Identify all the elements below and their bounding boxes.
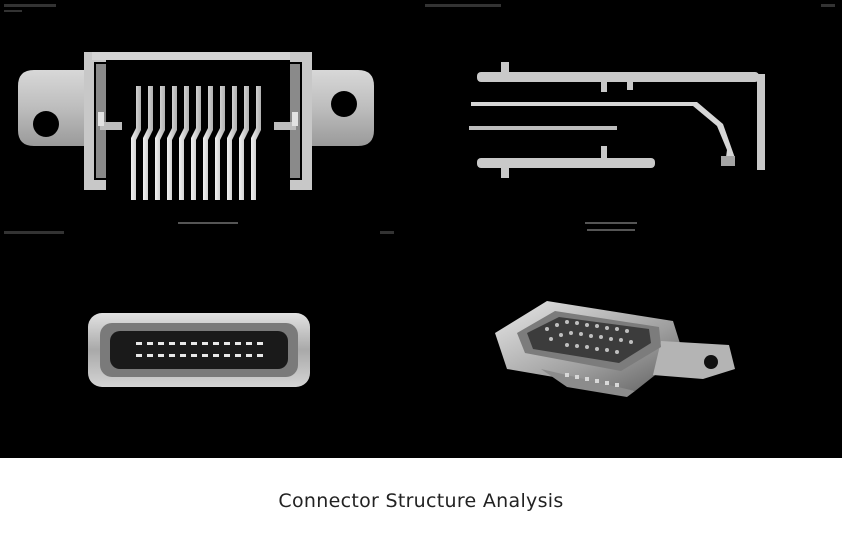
- caption: Connector Structure Analysis: [0, 458, 842, 544]
- viewport-top-left-front-section[interactable]: [0, 0, 421, 229]
- caption-text: Connector Structure Analysis: [278, 490, 564, 512]
- face-view-image: [4, 231, 394, 387]
- front-section-image: [4, 4, 374, 224]
- ct-scan-viewer: [0, 0, 842, 458]
- viewport-bottom-left-face-view[interactable]: [0, 229, 421, 458]
- viewport-bottom-right-3d-render[interactable]: [421, 229, 842, 458]
- side-section-image: [425, 4, 835, 224]
- viewport-top-right-side-section[interactable]: [421, 0, 842, 229]
- 3d-render-image: [495, 229, 735, 397]
